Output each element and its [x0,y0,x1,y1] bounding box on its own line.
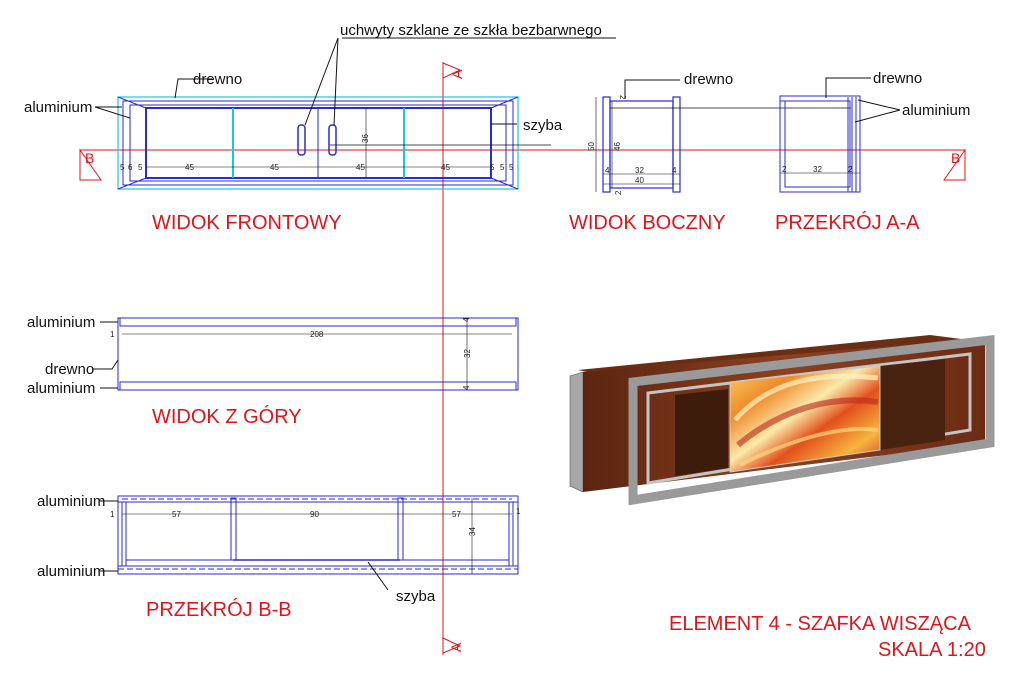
dim-side-top: 2 [618,95,627,100]
dim-bb-left-edge: 1 [110,510,115,519]
label-front-wood: drewno [193,71,242,88]
dim-top-depth: 32 [463,349,472,358]
title-front-view: WIDOK FRONTOWY [152,212,342,234]
dim-front-height: 36 [361,134,370,143]
dim-front-w8: 5 [500,163,505,172]
dim-side-right: 4 [672,166,677,175]
section-aa-view [779,77,901,193]
section-line-bb [79,148,966,181]
label-aa-wood: drewno [873,70,922,87]
dim-front-w0: 5 [120,163,125,172]
dim-top-length: 208 [310,330,324,339]
dim-front-w3: 45 [185,163,194,172]
top-view [92,317,519,391]
dim-bb-depth: 34 [468,527,477,536]
dim-aa-right: 2 [848,165,853,174]
title-section-bb: PRZEKRÓJ B-B [146,598,292,621]
dim-side-outer-width: 40 [635,176,644,185]
section-mark-a-bottom: A [448,642,464,652]
title-element: ELEMENT 4 - SZAFKA WISZĄCA [669,613,972,635]
dim-front-w9: 5 [509,163,514,172]
dim-aa-width: 32 [813,165,822,174]
dim-side-bottom: 2 [614,190,623,195]
section-mark-b-right: B [951,150,960,166]
dim-side-left: 4 [605,166,610,175]
dim-front-w7: 5 [490,163,495,172]
cabinet-render [569,334,995,506]
dim-bb-part-middle: 90 [310,510,319,519]
label-bb-glass: szyba [396,588,436,605]
front-callouts [94,37,616,126]
dim-aa-left: 2 [782,165,787,174]
label-top-wood: drewno [45,361,94,378]
dim-front-w4: 45 [270,163,279,172]
dim-bb-part-right: 57 [452,510,461,519]
section-mark-b-left: B [85,150,94,166]
label-front-glass: szyba [523,117,563,134]
front-view [117,96,551,190]
glass-handle-right [328,124,337,156]
dim-side-inner-height: 46 [613,142,622,151]
dim-front-w1: 6 [128,163,133,172]
dim-side-outer-height: 50 [587,142,596,151]
dim-bb-right-edge: 1 [516,507,521,516]
dim-front-w6: 45 [441,163,450,172]
dim-side-width: 32 [635,166,644,175]
label-front-aluminium: aluminium [24,99,92,116]
front-dimensions: 5 6 5 45 45 45 45 5 5 5 36 [120,134,514,172]
top-dimensions: 1 208 4 32 4 [110,317,472,390]
label-bb-aluminium-upper: aluminium [37,493,105,510]
dim-top-edge-upper: 4 [462,317,471,322]
label-side-wood: drewno [684,71,733,88]
title-side-view: WIDOK BOCZNY [569,212,726,234]
title-top-view: WIDOK Z GÓRY [152,405,302,428]
dim-top-left: 1 [110,330,115,339]
section-mark-a-top: A [449,69,465,79]
dim-front-w2: 5 [138,163,143,172]
label-glass-handles: uchwyty szklane ze szkła bezbarwnego [340,22,602,39]
side-dimensions: 2 50 46 4 32 4 40 2 [587,95,677,195]
section-bb-dimensions: 1 57 90 57 1 34 [110,507,521,536]
label-aa-aluminium: aluminium [902,102,970,119]
dim-front-w5: 45 [356,163,365,172]
section-bb-view [100,495,519,591]
glass-handle-left [297,124,306,156]
side-view [595,79,851,193]
title-scale: SKALA 1:20 [878,639,986,661]
section-line-aa [442,62,462,655]
section-aa-dimensions: 2 32 2 [782,165,853,174]
label-top-aluminium-upper: aluminium [27,314,95,331]
dim-bb-part-left: 57 [172,510,181,519]
title-section-aa: PRZEKRÓJ A-A [775,211,920,234]
label-bb-aluminium-lower: aluminium [37,563,105,580]
dim-top-edge-lower: 4 [462,385,471,390]
label-top-aluminium-lower: aluminium [27,380,95,397]
